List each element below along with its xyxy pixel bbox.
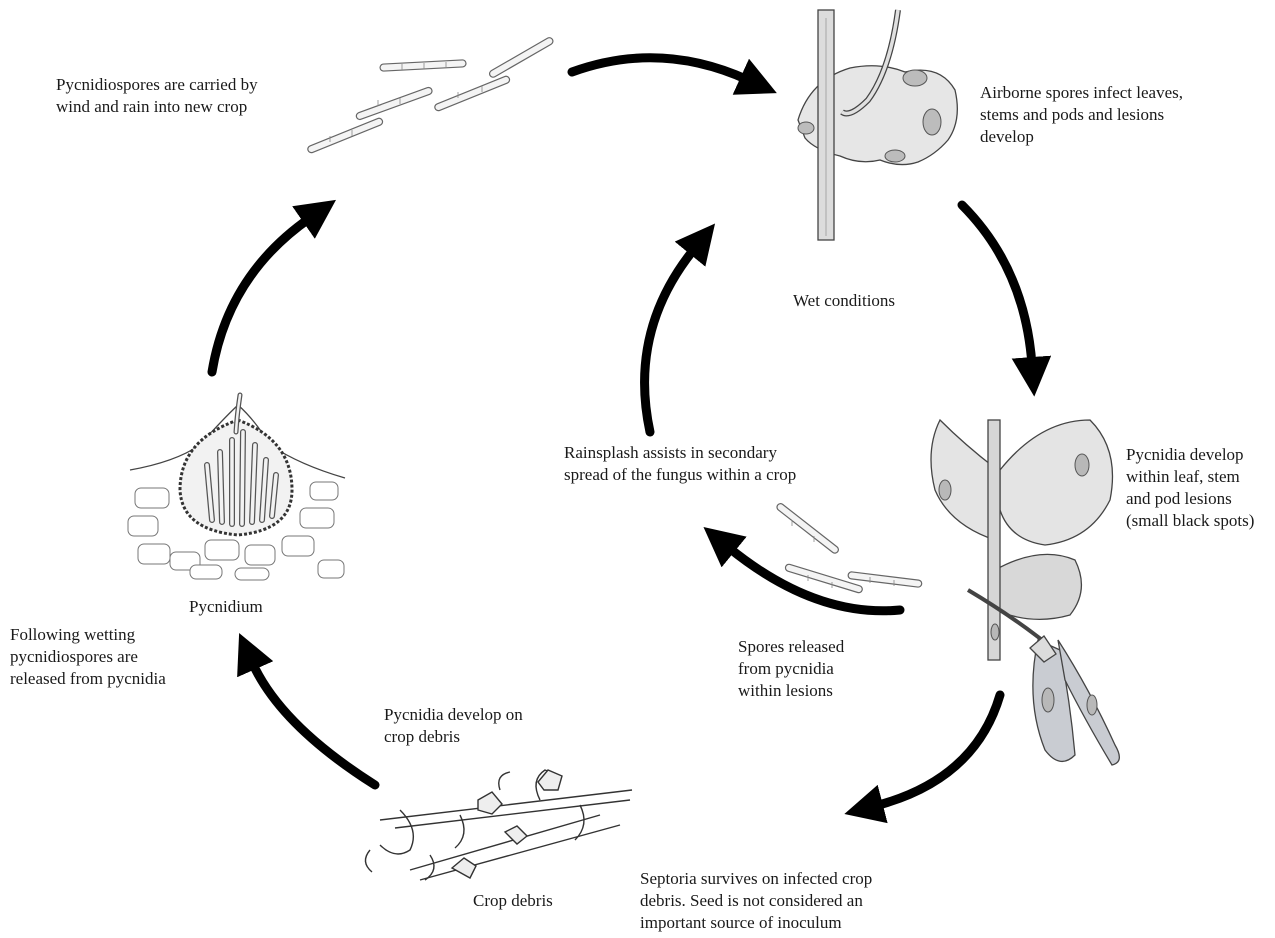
label-rainsplash: Rainsplash assists in secondary spread o… [564, 442, 796, 486]
label-line: debris. Seed is not considered an [640, 890, 872, 912]
label-line: and pod lesions [1126, 488, 1254, 510]
label-line: stems and pods and lesions [980, 104, 1183, 126]
label-line: Pycnidia develop [1126, 444, 1254, 466]
label-line: Pycnidiospores are carried by [56, 74, 258, 96]
pea-plant-with-lesions-illustration [931, 420, 1119, 765]
label-line: Wet conditions [793, 290, 895, 312]
label-line: wind and rain into new crop [56, 96, 258, 118]
label-line: Airborne spores infect leaves, [980, 82, 1183, 104]
pycnidium-cross-section-illustration [128, 395, 345, 580]
label-line: Pycnidium [189, 596, 263, 618]
label-line: within lesions [738, 680, 844, 702]
label-line: important source of inoculum [640, 912, 872, 934]
label-pycnidium: Pycnidium [189, 596, 263, 618]
label-line: Spores released [738, 636, 844, 658]
label-line: develop [980, 126, 1183, 148]
label-line: Pycnidia develop on [384, 704, 523, 726]
crop-debris-illustration [365, 770, 632, 880]
arrow-pycnidium-to-spores [212, 218, 310, 372]
arrow-secondary-spread-up [645, 248, 695, 432]
label-line: (small black spots) [1126, 510, 1254, 532]
airborne-spores-illustration [307, 36, 554, 153]
arrow-spores-to-stem [572, 58, 748, 80]
label-line: Septoria survives on infected crop [640, 868, 872, 890]
label-line: Rainsplash assists in secondary [564, 442, 796, 464]
label-line: Following wetting [10, 624, 166, 646]
arrow-stem-to-pea [962, 205, 1032, 365]
label-line: Crop debris [473, 890, 553, 912]
label-wind-spread: Pycnidiospores are carried by wind and r… [56, 74, 258, 118]
cycle-arrows [212, 58, 1032, 806]
arrow-pea-to-debris [875, 695, 1000, 806]
label-line: from pycnidia [738, 658, 844, 680]
label-crop-debris: Crop debris [473, 890, 553, 912]
arrow-debris-to-pycnidium [252, 662, 375, 785]
label-line: released from pycnidia [10, 668, 166, 690]
label-spores-released: Spores released from pycnidia within les… [738, 636, 844, 702]
label-infection: Airborne spores infect leaves, stems and… [980, 82, 1183, 148]
label-line: within leaf, stem [1126, 466, 1254, 488]
label-line: pycnidiospores are [10, 646, 166, 668]
label-survival: Septoria survives on infected crop debri… [640, 868, 872, 934]
label-line: crop debris [384, 726, 523, 748]
label-wet-conditions: Wet conditions [793, 290, 895, 312]
rainsplash-spores-illustration [776, 502, 922, 593]
infected-stem-leaf-illustration [798, 10, 957, 240]
label-pycnidia-lesions: Pycnidia develop within leaf, stem and p… [1126, 444, 1254, 532]
label-line: spread of the fungus within a crop [564, 464, 796, 486]
label-wetting: Following wetting pycnidiospores are rel… [10, 624, 166, 690]
label-debris-pycnidia: Pycnidia develop on crop debris [384, 704, 523, 748]
